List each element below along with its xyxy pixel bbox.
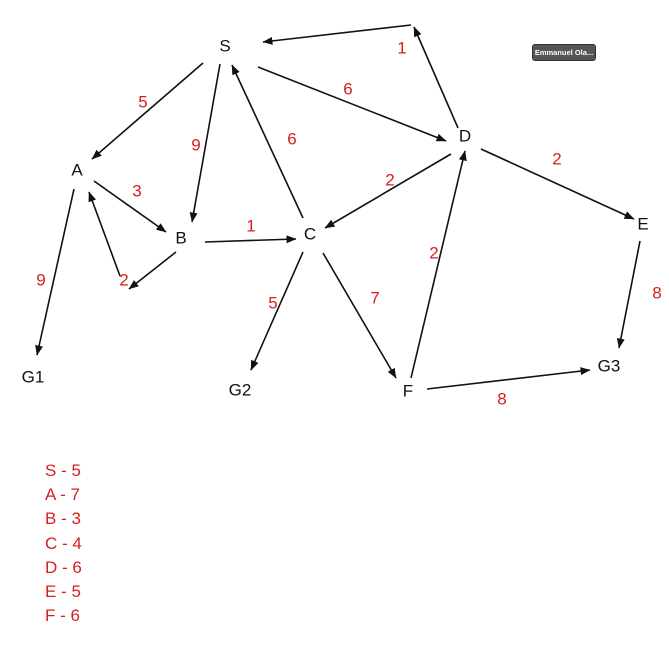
node-a: A [71, 160, 83, 179]
edge-c-g2 [250, 251, 304, 371]
edge-weight-d-j: 1 [397, 38, 406, 57]
edge-s-d [257, 66, 447, 142]
edge-j-s [262, 24, 412, 45]
node-d: D [459, 126, 471, 145]
edge-weight-s-a: 5 [138, 92, 147, 111]
edge-weight-b-c: 1 [246, 216, 255, 235]
edge-b-p [128, 251, 177, 290]
node-b: B [175, 228, 186, 247]
node-g3: G3 [598, 356, 621, 375]
node-g1: G1 [22, 367, 45, 386]
edge-weight-c-f: 7 [370, 288, 379, 307]
edge-weight-s-d: 6 [343, 79, 352, 98]
name-badge: Emmanuel Ola... [532, 44, 596, 61]
edge-d-e [480, 148, 635, 220]
node-e: E [637, 214, 648, 233]
edge-weight-c-s: 6 [287, 129, 296, 148]
edge-p-a [88, 191, 121, 277]
edge-a-g1 [35, 188, 75, 356]
edge-c-f [322, 252, 397, 379]
node-f: F [403, 381, 413, 400]
edge-weight-a-g1: 9 [36, 270, 45, 289]
edge-weight-e-g3: 8 [652, 283, 661, 302]
node-g2: G2 [229, 380, 252, 399]
edge-c-s [231, 64, 304, 219]
edge-weight-a-b: 3 [132, 181, 141, 200]
edge-f-g3 [426, 367, 591, 390]
edge-weight-c-g2: 5 [268, 293, 277, 312]
edge-weight-f-g3: 8 [497, 389, 506, 408]
edge-f-d [410, 150, 467, 379]
heuristic-item: S - 5 [45, 461, 81, 480]
edge-weight-f-d: 2 [429, 243, 438, 262]
heuristic-list: S - 5 A - 7 B - 3 C - 4 D - 6 E - 5 F - … [45, 461, 82, 630]
edge-s-b [189, 63, 221, 223]
edge-s-a [91, 62, 204, 160]
edge-b-c [204, 235, 297, 244]
edge-e-g3 [616, 240, 641, 349]
edge-a-b [93, 180, 167, 233]
node-c: C [304, 224, 316, 243]
node-s: S [219, 36, 230, 55]
heuristic-item: D - 6 [45, 557, 82, 577]
heuristic-item: A - 7 [45, 485, 80, 505]
edge-d-j [413, 26, 459, 129]
edge-d-c [324, 153, 452, 229]
heuristic-item: B - 3 [45, 509, 81, 529]
edge-weight-d-e: 2 [552, 149, 561, 168]
heuristic-item: E - 5 [45, 581, 81, 601]
heuristic-item: C - 4 [45, 533, 82, 553]
heuristic-item: F - 6 [45, 606, 80, 626]
edge-weight-s-b: 9 [191, 135, 200, 154]
edge-weight-b-p: 2 [119, 270, 128, 289]
edge-weight-d-c: 2 [385, 170, 394, 189]
